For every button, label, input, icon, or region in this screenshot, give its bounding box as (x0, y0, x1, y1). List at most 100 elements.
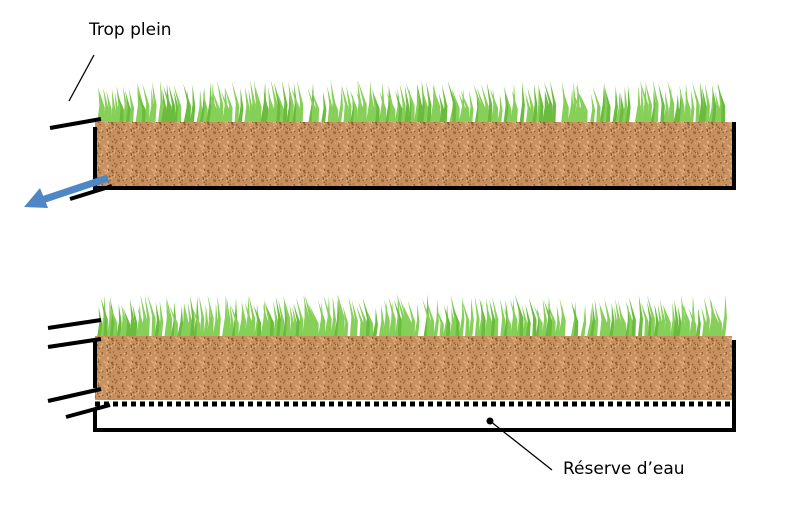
grass-blade (264, 300, 272, 338)
grass-blade (429, 82, 436, 124)
grass-blade (652, 80, 659, 124)
grass-blade (372, 90, 380, 124)
grass-blade (372, 308, 378, 338)
grass-blade (147, 294, 156, 338)
grass-blade (365, 80, 372, 124)
grass-blade (186, 302, 192, 338)
grass-blade (468, 297, 474, 338)
grass-blade (161, 88, 167, 124)
grass-blade (559, 298, 566, 338)
grass-blade (645, 81, 652, 124)
grass-layer-top (97, 80, 726, 124)
grass-blade (701, 86, 707, 124)
grass-blade (659, 299, 666, 338)
grass-blade (253, 304, 262, 338)
grass-blade (270, 80, 278, 124)
grass-blade (599, 302, 605, 338)
grass-blade (667, 80, 675, 124)
grass-blade (647, 301, 653, 338)
grass-blade (106, 90, 112, 124)
grass-blade (528, 297, 537, 338)
grass-blade (122, 85, 128, 124)
grass-blade (451, 304, 460, 338)
grass-blade (658, 83, 665, 124)
grass-blade (492, 296, 499, 338)
grass-blade (341, 84, 348, 124)
grass-blade (277, 92, 284, 124)
grass-blade (221, 91, 230, 124)
grass-blade (137, 307, 144, 338)
grass-blade (273, 300, 278, 338)
substrate-layer-top (95, 122, 732, 186)
grass-blade (321, 91, 327, 124)
grass-blade (413, 303, 420, 338)
grass-blade (253, 80, 259, 124)
grass-blade (275, 296, 282, 338)
grass-blade (157, 80, 164, 124)
grass-blade (349, 89, 358, 124)
grass-blade (225, 296, 231, 338)
grass-blade (420, 80, 426, 124)
grass-blade (268, 93, 275, 124)
grass-blade (263, 91, 269, 124)
grass-blade (144, 294, 150, 338)
grass-blade (593, 298, 599, 338)
grass-blade (663, 90, 669, 124)
grass-blade (266, 86, 272, 124)
grass-blade (291, 87, 300, 124)
grass-blade (307, 88, 316, 124)
grass-blade (296, 297, 304, 338)
grass-blade (116, 303, 122, 338)
grass-blade (714, 91, 720, 124)
grass-blade (292, 306, 298, 338)
grass-blade (511, 90, 518, 124)
grass-blade (505, 92, 512, 124)
grass-blade (653, 303, 659, 338)
grass-blade (109, 297, 115, 338)
grass-blade (695, 307, 701, 338)
grass-blade (274, 81, 281, 124)
grass-blade (441, 84, 448, 124)
grass-blade (618, 92, 624, 124)
grass-blade (247, 89, 253, 124)
grass-blade (98, 87, 105, 124)
grass-blade (109, 88, 116, 124)
reserve-pointer-line (489, 420, 553, 471)
grass-blade (323, 295, 332, 338)
grass-blade (629, 297, 636, 338)
overflow-pipe-middle-bottom (47, 337, 102, 349)
grass-blade (640, 301, 649, 338)
grass-blade (128, 88, 134, 124)
top-roof-system (24, 80, 736, 208)
grass-blade (525, 304, 531, 338)
overflow-pipe-upper-top (49, 117, 102, 130)
grass-blade (443, 305, 451, 338)
grass-blade (109, 304, 118, 338)
grass-blade (510, 299, 518, 338)
grass-blade (575, 84, 585, 124)
grass-blade (458, 296, 465, 338)
grass-blade (103, 88, 109, 124)
grass-blade (297, 80, 304, 124)
grass-blade (212, 90, 220, 124)
grass-blade (450, 294, 457, 338)
grass-blade (681, 301, 690, 338)
grass-blade (244, 302, 252, 338)
grass-blade (379, 90, 387, 124)
grass-blade (400, 298, 409, 338)
grass-blade (121, 305, 128, 338)
grass-blade (479, 298, 486, 338)
grass-blade (489, 88, 498, 124)
grass-blade (571, 301, 579, 338)
overflow-pointer-line (68, 54, 95, 102)
grass-blade (521, 304, 528, 338)
grass-blade (304, 294, 313, 338)
grass-blade (177, 305, 183, 338)
grass-blade (337, 294, 343, 338)
grass-blade (676, 306, 682, 338)
grass-blade (346, 85, 352, 124)
overflow-pipe-upper-bottom (47, 318, 102, 330)
container-outline-bottom (93, 340, 736, 432)
water-reserve-label: Réserve d’eau (563, 459, 685, 479)
grass-blade (241, 301, 247, 338)
